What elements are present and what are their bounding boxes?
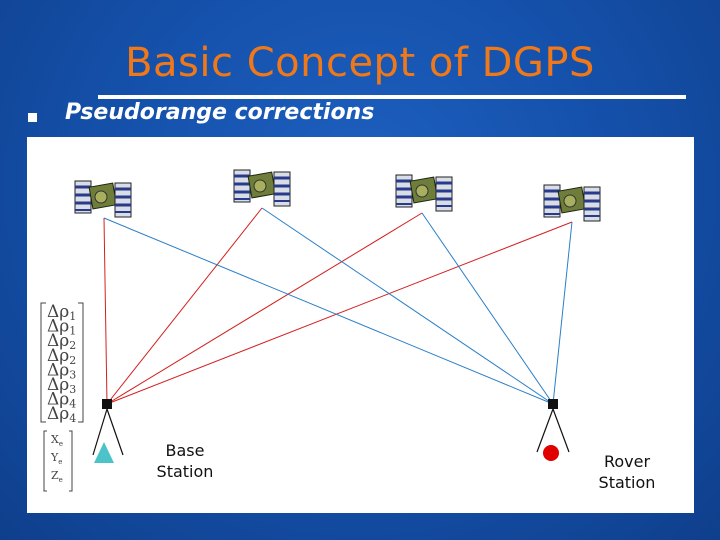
rover-ray-4 bbox=[552, 221, 573, 405]
base-ray-2 bbox=[106, 207, 263, 405]
bullet-text: Pseudorange corrections bbox=[65, 100, 375, 125]
base-ray-1 bbox=[103, 217, 108, 405]
correction-entry: Δρ3 bbox=[47, 360, 76, 381]
corrections-bracket-left bbox=[40, 302, 46, 423]
correction-entry: Δρ4 bbox=[47, 390, 76, 411]
rover-ray-2 bbox=[261, 207, 554, 405]
base-label-line2: Station bbox=[156, 462, 214, 481]
base-label-line1: Base bbox=[165, 441, 205, 460]
slide-title: Basic Concept of DGPS bbox=[125, 40, 595, 86]
satellite-icon bbox=[73, 179, 133, 219]
satellite-icon bbox=[232, 168, 292, 208]
rover-label-line2: Station bbox=[598, 473, 656, 492]
rover-antenna bbox=[548, 399, 558, 409]
base-antenna bbox=[102, 399, 112, 409]
correction-entry: Δρ4 bbox=[47, 404, 76, 425]
rover-station-label: Rover Station bbox=[582, 451, 672, 493]
satellite-icon bbox=[394, 173, 454, 213]
base-station-label: Base Station bbox=[140, 440, 230, 482]
bullet-square bbox=[28, 113, 37, 122]
rover-label-line1: Rover bbox=[603, 452, 651, 471]
rover-ray-3 bbox=[421, 212, 554, 405]
rover-marker-icon bbox=[543, 445, 559, 461]
correction-entry: Δρ2 bbox=[47, 346, 76, 367]
coords-bracket-left bbox=[43, 430, 47, 492]
rover-ray-1 bbox=[103, 217, 554, 405]
base-coordinate-entry: Ye bbox=[50, 451, 62, 466]
corrections-bracket-right bbox=[78, 302, 84, 423]
correction-entry: Δρ1 bbox=[47, 302, 76, 323]
correction-entry: Δρ2 bbox=[47, 331, 76, 352]
base-coordinate-entry: Xe bbox=[51, 433, 63, 448]
base-marker-icon bbox=[94, 442, 114, 463]
base-ray-4 bbox=[106, 221, 573, 405]
base-ray-3 bbox=[106, 212, 423, 405]
title-underline bbox=[98, 95, 686, 99]
correction-entry: Δρ1 bbox=[47, 317, 76, 338]
coords-bracket-right bbox=[69, 430, 73, 492]
base-coordinate-entry: Ze bbox=[51, 469, 63, 484]
correction-entry: Δρ3 bbox=[47, 375, 76, 396]
satellite-icon bbox=[542, 183, 602, 223]
